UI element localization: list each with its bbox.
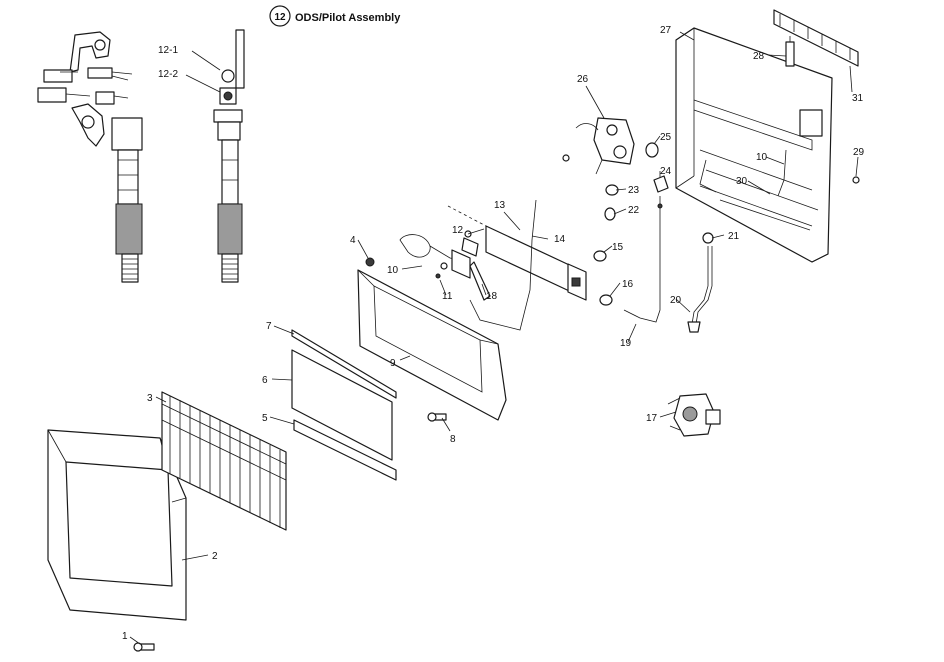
gas-line	[687, 232, 714, 333]
fitting-21	[702, 232, 714, 244]
callout-labels: 1 2 3 4 5 6 7 8 9 10 11 12 12-1 12-2 13 …	[122, 25, 865, 642]
screw-29	[852, 176, 860, 184]
bracket-30	[699, 159, 717, 193]
callout-30: 30	[736, 176, 748, 187]
callout-24: 24	[660, 166, 672, 177]
knob-16	[599, 294, 613, 306]
nut-4	[365, 257, 375, 267]
callout-9: 9	[390, 358, 396, 369]
callout-27: 27	[660, 25, 672, 36]
piezo-11	[435, 273, 441, 279]
pilot-assembly-side-view	[213, 29, 245, 283]
cap-22	[604, 207, 616, 221]
fitting-24	[653, 175, 669, 193]
burner-tube	[447, 199, 587, 331]
screw-1	[133, 642, 155, 652]
callout-14: 14	[554, 234, 566, 245]
callout-16: 16	[622, 279, 634, 290]
callout-29: 29	[853, 147, 865, 158]
screw-8	[427, 412, 447, 422]
callout-31: 31	[852, 93, 864, 104]
control-valve	[575, 117, 635, 175]
top-components	[773, 9, 859, 67]
callout-10-cabinet: 10	[756, 152, 768, 163]
top-trim-7	[291, 329, 397, 399]
callout-12-2: 12-2	[158, 69, 178, 80]
radiant-grid	[161, 391, 287, 531]
callout-12: 12	[452, 225, 464, 236]
callout-1: 1	[122, 631, 128, 642]
callout-25: 25	[660, 132, 672, 143]
callout-15: 15	[612, 242, 624, 253]
callout-12-1: 12-1	[158, 45, 178, 56]
bracket-31	[773, 9, 859, 67]
fasteners	[133, 154, 860, 652]
callout-3: 3	[147, 393, 153, 404]
callout-13: 13	[494, 200, 506, 211]
callout-4: 4	[350, 235, 356, 246]
subassembly-badge-number: 12	[274, 12, 286, 23]
pilot-nozzle-12-1	[221, 69, 235, 83]
callout-17: 17	[646, 413, 658, 424]
callout-10-ods: 10	[387, 265, 399, 276]
subassembly-header: 12 ODS/Pilot Assembly	[269, 5, 401, 27]
subassembly-title: ODS/Pilot Assembly	[295, 12, 401, 24]
pilot-assembly-angled-view	[37, 31, 143, 283]
subassembly-badge-circle	[269, 5, 291, 27]
callout-2: 2	[212, 551, 218, 562]
ods-wiring	[399, 230, 491, 301]
knob-25	[645, 142, 659, 158]
callout-22: 22	[628, 205, 640, 216]
bulb-28	[785, 41, 795, 67]
glass-panel-6	[291, 349, 393, 461]
callout-26: 26	[577, 74, 589, 85]
regulator	[667, 393, 721, 437]
callout-11: 11	[442, 291, 453, 302]
callout-20: 20	[670, 295, 682, 306]
callout-28: 28	[753, 51, 765, 62]
tube-10	[777, 149, 787, 197]
callout-5: 5	[262, 413, 268, 424]
knob-15	[593, 250, 607, 262]
leader-lines	[129, 31, 859, 645]
thermocouple-lead	[623, 175, 669, 323]
electrode-18	[469, 261, 491, 301]
callout-6: 6	[262, 375, 268, 386]
callout-19: 19	[620, 338, 632, 349]
callout-7: 7	[266, 321, 272, 332]
pilot-tubing-14	[469, 199, 537, 331]
glass-panel-assembly	[291, 329, 397, 481]
callout-21: 21	[728, 231, 740, 242]
screw-near-26	[562, 154, 570, 162]
burner-housing-frame	[357, 269, 507, 421]
bottom-trim-5	[293, 419, 397, 481]
callout-8: 8	[450, 434, 456, 445]
callout-18: 18	[486, 291, 498, 302]
front-panel	[47, 429, 187, 621]
callout-23: 23	[628, 185, 640, 196]
heater-cabinet	[675, 27, 833, 263]
